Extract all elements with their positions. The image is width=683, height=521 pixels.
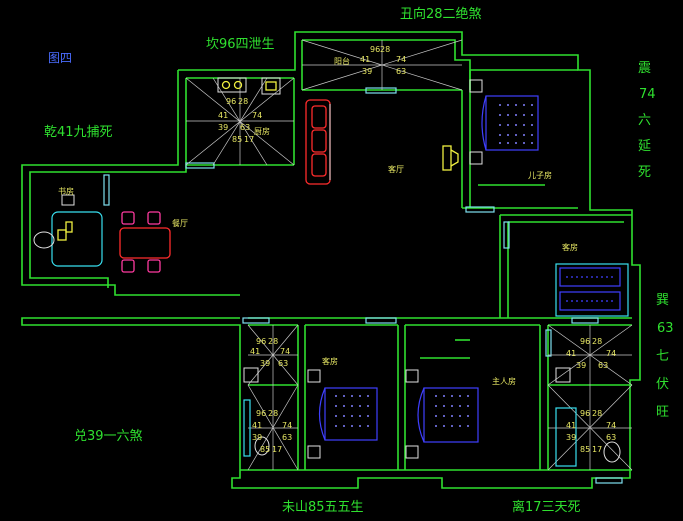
svg-text:41: 41 [252, 421, 262, 430]
svg-text:96: 96 [580, 337, 590, 346]
sofa-icon [305, 99, 331, 185]
svg-text:96: 96 [256, 337, 266, 346]
windows [103, 87, 623, 484]
svg-text:39: 39 [576, 361, 586, 370]
svg-text:死: 死 [638, 165, 651, 180]
svg-text:28: 28 [238, 97, 248, 106]
kitchen-rays [185, 77, 295, 166]
bath-right-top-star-grid: 96 28 41 74 39 63 [566, 337, 616, 370]
bath-rays [247, 324, 633, 471]
svg-text:17: 17 [244, 135, 254, 144]
balcony-label: 阳台 [334, 56, 350, 66]
guest-east-label: 客房 [562, 242, 578, 252]
dining-table-icon [119, 211, 171, 273]
svg-text:41: 41 [360, 55, 370, 64]
south-left-label: 未山85五五生 [282, 500, 364, 515]
svg-text:39: 39 [362, 67, 372, 76]
study-desk-icon [33, 194, 103, 267]
svg-text:28: 28 [380, 45, 390, 54]
bath-left-top-star-grid: 96 28 41 74 39 63 [250, 337, 290, 368]
svg-text:74: 74 [606, 349, 616, 358]
svg-text:96: 96 [580, 409, 590, 418]
svg-text:28: 28 [268, 409, 278, 418]
svg-text:96: 96 [256, 409, 266, 418]
north-label: 丑向28二绝煞 [400, 6, 482, 22]
kitchen-label: 厨房 [254, 126, 270, 136]
child-bed-icon [469, 79, 539, 165]
svg-text:41: 41 [566, 349, 576, 358]
svg-text:巽: 巽 [656, 293, 669, 308]
svg-text:63: 63 [598, 361, 608, 370]
svg-text:85: 85 [232, 135, 242, 144]
living-label: 客厅 [388, 164, 404, 174]
svg-text:延: 延 [638, 139, 651, 154]
svg-text:28: 28 [592, 409, 602, 418]
svg-text:74: 74 [252, 111, 262, 120]
svg-text:85: 85 [580, 445, 590, 454]
interior-walls [30, 40, 632, 471]
study-label: 书房 [58, 186, 74, 196]
room-labels: 阳台 厨房 客厅 儿子房 书房 餐厅 客房 客房 主人房 [58, 56, 578, 386]
bath-right-bottom-star-grid: 96 28 41 74 39 63 85 17 [566, 409, 616, 454]
svg-text:41: 41 [250, 347, 260, 356]
dining-label: 餐厅 [172, 219, 188, 228]
svg-text:39: 39 [566, 433, 576, 442]
child-room-label: 儿子房 [528, 170, 552, 180]
svg-text:41: 41 [566, 421, 576, 430]
svg-text:39: 39 [252, 433, 262, 442]
sink-icon [261, 77, 281, 95]
bath-left-bottom-star-grid: 96 28 41 74 39 63 85 17 [252, 409, 292, 454]
kitchen-star-grid: 96 28 41 74 39 63 85 17 [218, 97, 262, 144]
balcony-rays [301, 39, 463, 91]
svg-text:41: 41 [218, 111, 228, 120]
svg-text:74: 74 [282, 421, 292, 430]
svg-text:63: 63 [282, 433, 292, 442]
svg-text:85: 85 [260, 445, 270, 454]
svg-text:17: 17 [272, 445, 282, 454]
svg-text:63: 63 [657, 321, 674, 336]
east-upper-label: 震 74 六 延 死 [638, 61, 656, 180]
stove-icon [217, 77, 247, 93]
svg-text:63: 63 [396, 67, 406, 76]
svg-text:63: 63 [606, 433, 616, 442]
toilet-icon [243, 367, 621, 467]
svg-text:震: 震 [638, 61, 651, 76]
direction-labels: 图四 丑向28二绝煞 坎96四泄生 乾41九捕死 兑39一六煞 未山85五五生 … [44, 6, 581, 515]
master-label: 主人房 [492, 376, 516, 386]
guest-south-label: 客房 [322, 356, 338, 366]
svg-text:七: 七 [656, 349, 669, 364]
svg-text:74: 74 [606, 421, 616, 430]
svg-text:74: 74 [396, 55, 406, 64]
master-bed-icon [405, 369, 479, 459]
south-right-label: 离17三天死 [512, 499, 581, 515]
svg-text:28: 28 [592, 337, 602, 346]
svg-text:74: 74 [639, 87, 656, 102]
svg-text:39: 39 [218, 123, 228, 132]
svg-text:96: 96 [226, 97, 236, 106]
tv-icon [442, 145, 459, 171]
west-upper-label: 乾41九捕死 [44, 124, 113, 140]
svg-text:伏: 伏 [656, 377, 669, 392]
svg-text:63: 63 [240, 123, 250, 132]
east-lower-label: 巽 63 七 伏 旺 [656, 293, 674, 420]
svg-text:39: 39 [260, 359, 270, 368]
svg-text:六: 六 [638, 113, 651, 128]
svg-text:74: 74 [280, 347, 290, 356]
svg-text:96: 96 [370, 45, 380, 54]
balcony-star-grid: 96 28 41 74 39 63 [360, 45, 406, 76]
svg-text:28: 28 [268, 337, 278, 346]
west-lower-label: 兑39一六煞 [74, 429, 143, 444]
svg-text:旺: 旺 [656, 405, 669, 420]
guest-south-bed-icon [307, 369, 378, 459]
northwest-label: 坎96四泄生 [206, 37, 275, 52]
svg-text:17: 17 [592, 445, 602, 454]
guest-east-bed-icon [555, 263, 629, 317]
figure-label: 图四 [48, 51, 72, 65]
svg-text:63: 63 [278, 359, 288, 368]
